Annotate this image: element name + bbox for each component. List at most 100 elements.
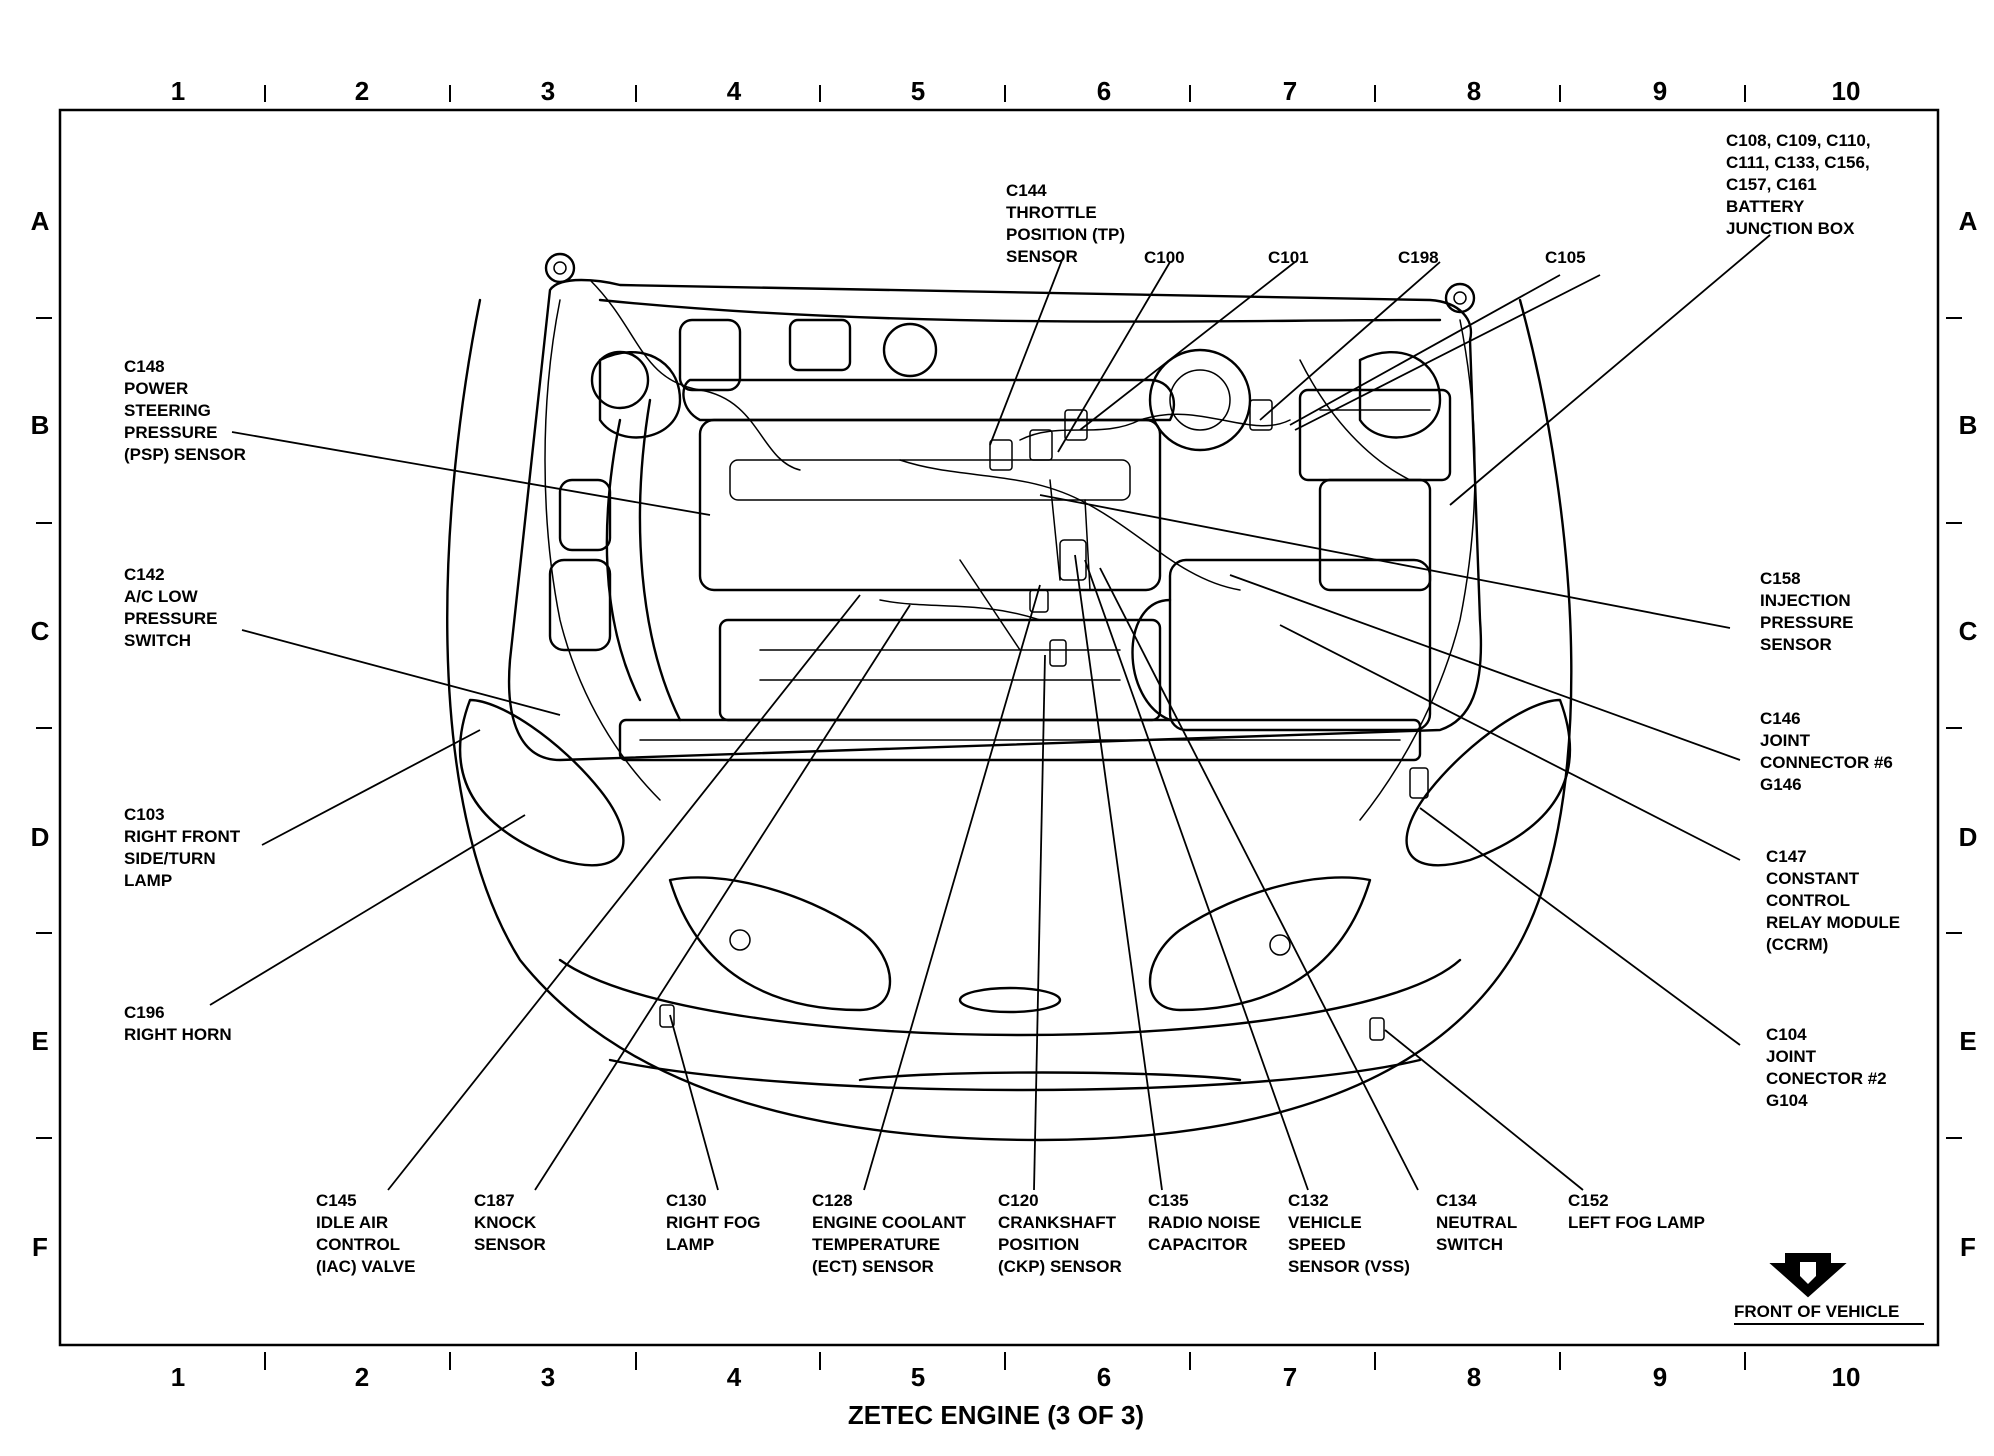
c142-line-3: PRESSURE: [124, 609, 218, 628]
c146-line-2: JOINT: [1760, 731, 1811, 750]
c148-line-3: STEERING: [124, 401, 211, 420]
c187-line-3: SENSOR: [474, 1235, 546, 1254]
grid-column-8: 8: [1467, 1362, 1481, 1392]
c158-line-1: C158: [1760, 569, 1801, 588]
c147-line-4: RELAY MODULE: [1766, 913, 1900, 932]
c196-line-1: C196: [124, 1003, 165, 1022]
grid-row-E: E: [1959, 1026, 1976, 1056]
grid-column-9: 9: [1653, 76, 1667, 106]
c101-line-1: C101: [1268, 248, 1309, 267]
c198-line-1: C198: [1398, 248, 1439, 267]
c187-line-1: C187: [474, 1191, 515, 1210]
grid-row-E: E: [31, 1026, 48, 1056]
callout-labels: C108, C109, C110,C111, C133, C156,C157, …: [124, 131, 1900, 1276]
c135-line-2: RADIO NOISE: [1148, 1213, 1260, 1232]
c108-line-2: C111, C133, C156,: [1726, 153, 1870, 172]
c120-line-2: CRANKSHAFT: [998, 1213, 1117, 1232]
c144-line-4: SENSOR: [1006, 247, 1078, 266]
grid-column-6: 6: [1097, 76, 1111, 106]
c120-line-4: (CKP) SENSOR: [998, 1257, 1122, 1276]
c134-line-2: NEUTRAL: [1436, 1213, 1517, 1232]
c187-line-2: KNOCK: [474, 1213, 537, 1232]
c104-line-1: C104: [1766, 1025, 1807, 1044]
c158-line-2: INJECTION: [1760, 591, 1851, 610]
grid-column-8: 8: [1467, 76, 1481, 106]
c145-line-1: C145: [316, 1191, 357, 1210]
grid-column-9: 9: [1653, 1362, 1667, 1392]
c152-line-1: C152: [1568, 1191, 1609, 1210]
c135-line-3: CAPACITOR: [1148, 1235, 1248, 1254]
c128-line-2: ENGINE COOLANT: [812, 1213, 967, 1232]
grid-ticks: [36, 85, 1962, 1370]
c108-line-1: C108, C109, C110,: [1726, 131, 1871, 150]
grid-row-C: C: [31, 616, 50, 646]
c158-line-4: SENSOR: [1760, 635, 1832, 654]
grid-column-1: 1: [171, 76, 185, 106]
c132-line-3: SPEED: [1288, 1235, 1346, 1254]
grid-column-1: 1: [171, 1362, 185, 1392]
c132-line-2: VEHICLE: [1288, 1213, 1362, 1232]
grid-column-2: 2: [355, 1362, 369, 1392]
c142-line-1: C142: [124, 565, 165, 584]
grid-column-3: 3: [541, 76, 555, 106]
c148-line-1: C148: [124, 357, 165, 376]
c148-line-5: (PSP) SENSOR: [124, 445, 246, 464]
grid-column-4: 4: [727, 1362, 742, 1392]
c120-line-3: POSITION: [998, 1235, 1079, 1254]
c130-line-2: RIGHT FOG: [666, 1213, 760, 1232]
grid-column-5: 5: [911, 1362, 925, 1392]
c120-line-1: C120: [998, 1191, 1039, 1210]
grid-column-7: 7: [1283, 1362, 1297, 1392]
grid-row-C: C: [1959, 616, 1978, 646]
grid-column-7: 7: [1283, 76, 1297, 106]
grid-row-B: B: [1959, 410, 1978, 440]
engine-compartment-illustration: [446, 252, 1573, 1142]
c147-line-3: CONTROL: [1766, 891, 1850, 910]
grid-column-2: 2: [355, 76, 369, 106]
grid-row-D: D: [31, 822, 50, 852]
c130-line-3: LAMP: [666, 1235, 714, 1254]
grid-row-F: F: [1960, 1232, 1976, 1262]
c145-line-2: IDLE AIR: [316, 1213, 388, 1232]
c103-line-4: LAMP: [124, 871, 172, 890]
c104-line-4: G104: [1766, 1091, 1808, 1110]
c134-line-1: C134: [1436, 1191, 1477, 1210]
grid-row-D: D: [1959, 822, 1978, 852]
diagram-frame: [58, 108, 1940, 1347]
c144-line-1: C144: [1006, 181, 1047, 200]
grid-column-4: 4: [727, 76, 742, 106]
c147-line-5: (CCRM): [1766, 935, 1828, 954]
leader-lines: [209, 234, 1771, 1191]
front-of-vehicle-label: FRONT OF VEHICLE: [1734, 1302, 1899, 1321]
label-c198: C198: [1398, 248, 1439, 267]
grid-column-5: 5: [911, 76, 925, 106]
c128-line-1: C128: [812, 1191, 853, 1210]
c145-line-4: (IAC) VALVE: [316, 1257, 415, 1276]
c128-line-4: (ECT) SENSOR: [812, 1257, 934, 1276]
c196-line-2: RIGHT HORN: [124, 1025, 232, 1044]
label-c108-battery-junction-box: C108, C109, C110,C111, C133, C156,C157, …: [1726, 131, 1871, 238]
c144-line-2: THROTTLE: [1006, 203, 1097, 222]
c104-line-3: CONECTOR #2: [1766, 1069, 1887, 1088]
c144-line-3: POSITION (TP): [1006, 225, 1125, 244]
